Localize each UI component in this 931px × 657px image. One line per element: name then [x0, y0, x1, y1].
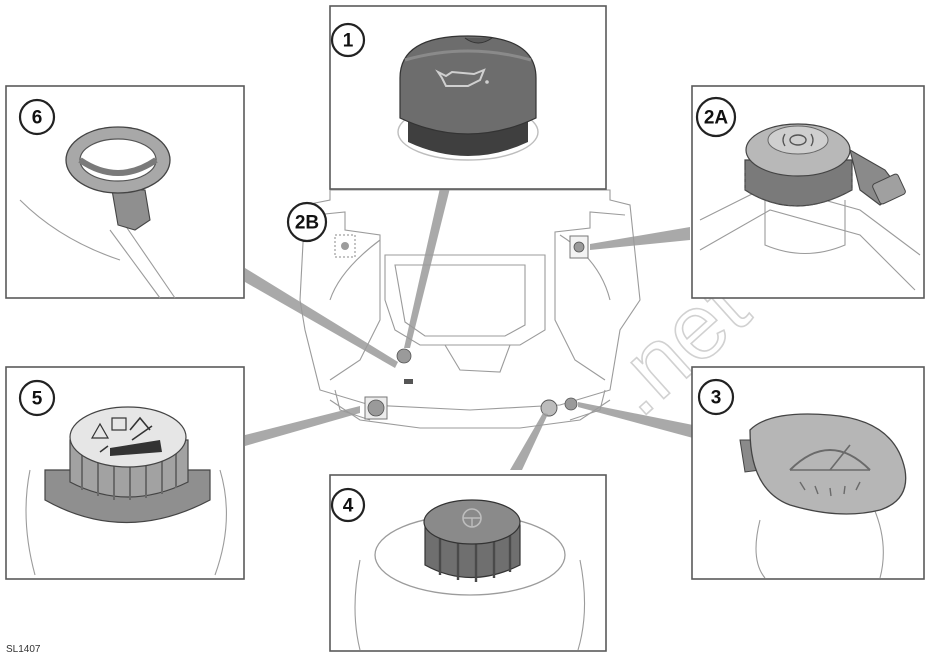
coolant-warning-icons — [90, 416, 162, 456]
panel-2a: 2A — [691, 85, 925, 299]
windscreen-wiper-icon — [789, 444, 871, 497]
dipstick-point — [404, 379, 413, 384]
panel-1: 1 — [329, 5, 607, 190]
steering-point — [540, 399, 558, 417]
brake-reservoir-hidden-marker — [334, 234, 356, 258]
brake-reservoir-point — [573, 241, 585, 253]
panel-4: 4 — [329, 474, 607, 652]
callout-6-label: 6 — [32, 108, 43, 129]
callout-2a-label: 2A — [704, 108, 729, 129]
callout-3-label: 3 — [711, 388, 722, 409]
coolant-point — [367, 399, 385, 417]
callout-6-badge — [18, 98, 56, 136]
brake-warning-icon — [782, 133, 814, 147]
panel-3: 3 — [691, 366, 925, 580]
callout-5-label: 5 — [32, 389, 43, 410]
callout-2b-badge — [286, 201, 328, 243]
callout-3-badge — [697, 378, 735, 416]
leader-lines — [245, 188, 693, 470]
callout-5-badge — [18, 379, 56, 417]
callout-2b-label: 2B — [295, 213, 319, 234]
washer-point — [564, 397, 578, 411]
oil-can-icon — [435, 68, 489, 87]
oil-filler-point — [396, 348, 412, 364]
coolant-cap-top — [69, 406, 187, 468]
brake-sensor-connector — [872, 173, 906, 205]
washer-fluid-cap — [749, 413, 907, 515]
callout-2a-badge — [695, 96, 737, 138]
callout-1-label: 1 — [343, 31, 354, 52]
steering-wheel-icon — [462, 508, 482, 528]
reference-code: SL1407 — [6, 644, 41, 655]
panel-6: 6 — [5, 85, 245, 299]
panel-5: 5 — [5, 366, 245, 580]
brake-reservoir-hidden-point — [341, 242, 349, 250]
callout-1-badge — [330, 22, 366, 58]
callout-4-label: 4 — [343, 496, 354, 517]
engine-bay-illustration — [299, 189, 641, 429]
callout-4-badge — [330, 487, 366, 523]
